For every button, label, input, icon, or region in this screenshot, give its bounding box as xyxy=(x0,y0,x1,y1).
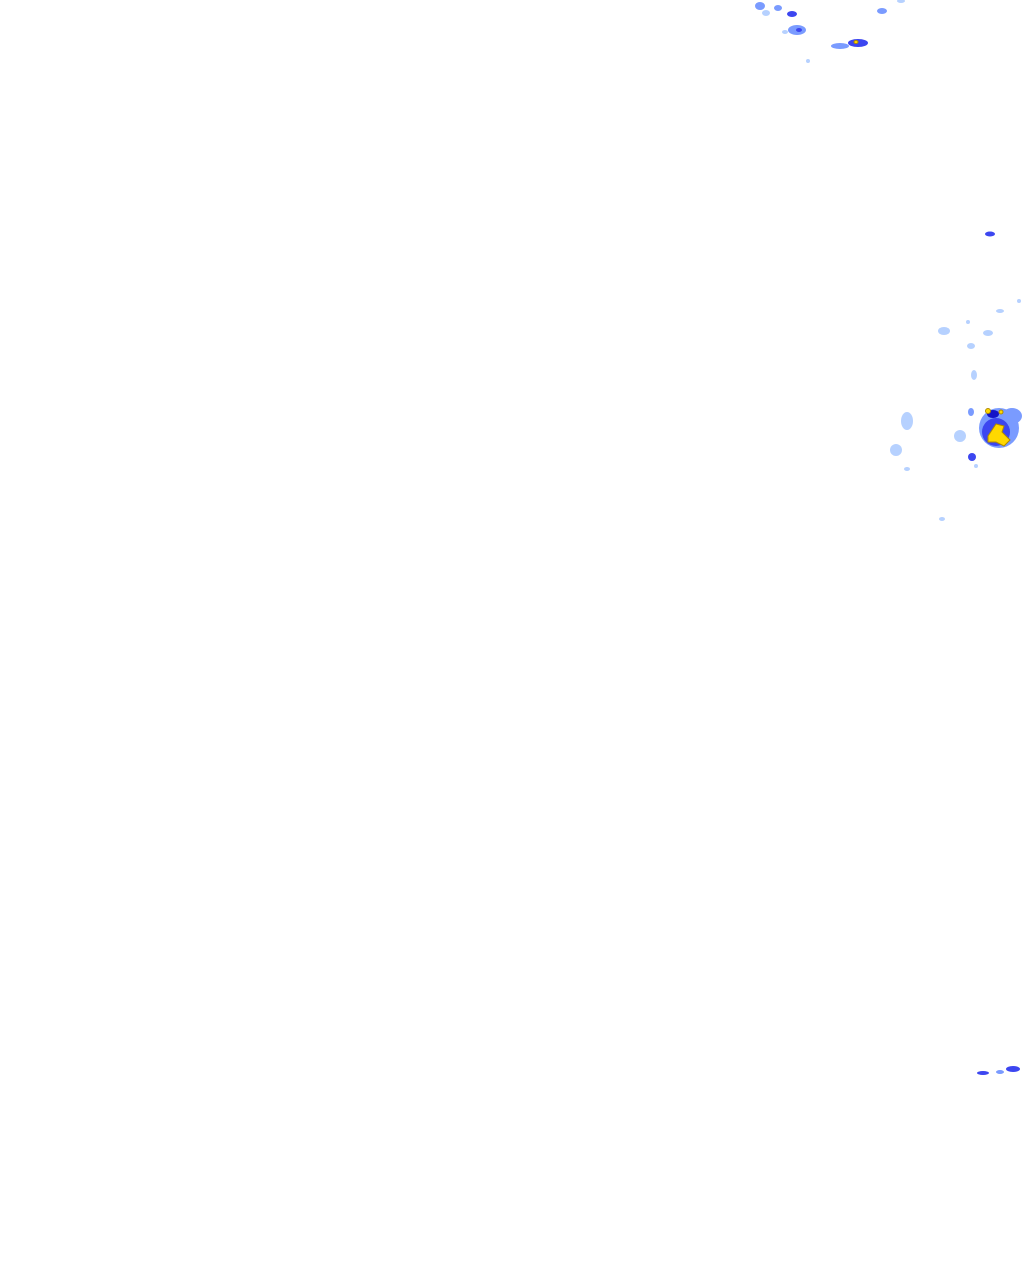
rain-echo xyxy=(985,231,995,237)
rain-echo xyxy=(853,40,859,44)
rain-echo xyxy=(774,5,782,11)
rain-echo xyxy=(971,370,977,380)
rain-echo xyxy=(1002,408,1022,424)
storm-core xyxy=(985,408,991,414)
rain-echo xyxy=(831,43,849,49)
rain-echo xyxy=(796,28,802,32)
rain-echo xyxy=(968,408,974,416)
rain-echo xyxy=(974,464,978,468)
rain-echo xyxy=(983,330,993,336)
rain-echo-cluster-east-small xyxy=(938,231,1021,380)
rain-echo-cluster-south xyxy=(977,1066,1020,1075)
storm-core xyxy=(987,423,1011,447)
rain-echo xyxy=(901,412,913,430)
rain-echo xyxy=(787,11,797,17)
rain-echo xyxy=(897,0,905,3)
rain-echo xyxy=(996,309,1004,313)
rain-echo xyxy=(762,10,770,16)
rain-echo xyxy=(806,59,810,63)
rain-echo xyxy=(782,30,788,34)
rain-echo xyxy=(755,2,765,10)
rain-echo xyxy=(877,8,887,14)
rain-echo xyxy=(1017,299,1021,303)
rain-echo xyxy=(938,327,950,335)
rain-echo xyxy=(939,517,945,521)
rain-echo xyxy=(968,453,976,461)
rain-echo xyxy=(890,444,902,456)
rain-echo xyxy=(954,430,966,442)
rain-echo xyxy=(996,1070,1004,1074)
rain-echo xyxy=(904,467,910,471)
rain-echo-cluster-north xyxy=(755,0,905,63)
storm-core xyxy=(998,409,1004,415)
rain-echo xyxy=(1006,1066,1020,1072)
rain-echo-cluster-east-storm xyxy=(890,408,1022,521)
rain-echo xyxy=(966,320,970,324)
rain-echo xyxy=(977,1071,989,1075)
rain-echo xyxy=(967,343,975,349)
